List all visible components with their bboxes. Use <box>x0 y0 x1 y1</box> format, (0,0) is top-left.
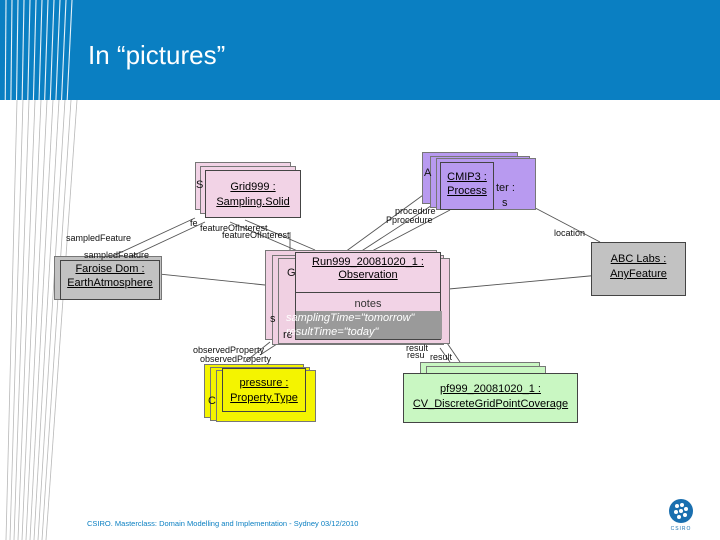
pressure-back-fragment: C <box>208 395 216 407</box>
label-resu: resu <box>407 350 425 360</box>
label-feature-of-interest-2: featureOfInterest <box>222 230 290 240</box>
abc-object-name: ABC Labs : <box>610 253 667 265</box>
label-procedure-2: Pprocedure <box>386 215 433 225</box>
cmip3-back-fragment-3: s <box>502 197 508 209</box>
observation-name: Run999_20081020_1 : <box>312 256 424 268</box>
grid-object[interactable]: Grid999 : Sampling.Solid <box>205 170 301 218</box>
observation-back-fragment-3: G <box>287 267 296 279</box>
cmip3-back-fragment-2: ter : <box>496 182 515 194</box>
earth-object[interactable]: Faroise Dom : EarthAtmosphere <box>60 260 160 300</box>
label-location: location <box>554 228 586 238</box>
grid-object-name: Grid999 : <box>230 181 276 193</box>
grid-back-fragment: S <box>196 179 204 191</box>
pf999-type: CV_DiscreteGridPointCoverage <box>412 398 569 410</box>
slide-footer: CSIRO. Masterclass: Domain Modelling and… <box>87 519 359 528</box>
pressure-name: pressure : <box>239 377 289 389</box>
observation-notes: notes <box>354 298 382 310</box>
cmip3-object[interactable]: CMIP3 : Process <box>440 162 494 210</box>
observation-object[interactable]: Run999_20081020_1 : Observation notes sa… <box>286 252 442 340</box>
label-sampled-feature-2: sampledFeature <box>84 250 150 260</box>
label-observed-property-2: observedProperty <box>200 354 272 364</box>
title-bar <box>0 0 720 100</box>
result-time-attr: resultTime="today" <box>286 326 379 338</box>
label-result-2: result <box>430 352 453 362</box>
observation-back-fragment-2: re <box>283 329 293 341</box>
sampling-time-attr: samplingTime="tomorrow" <box>286 312 415 324</box>
pressure-type: Property.Type <box>230 392 298 404</box>
cmip3-object-type: Process <box>447 185 487 197</box>
label-feature-of-interest-1: featureOfInterest <box>200 223 268 233</box>
cmip3-back-fragment-1: A <box>424 167 432 179</box>
abc-object-type: AnyFeature <box>610 268 667 280</box>
slide-title: In “pictures” <box>88 40 226 70</box>
logo-text: CSIRO <box>670 526 692 532</box>
pf999-name: pf999_20081020_1 : <box>440 383 541 395</box>
observation-divider <box>296 292 440 293</box>
label-sampled-feature-1: sampledFeature <box>66 233 132 243</box>
earth-object-type: EarthAtmosphere <box>67 277 153 289</box>
pf999-object[interactable]: pf999_20081020_1 : CV_DiscreteGridPointC… <box>403 373 578 423</box>
grid-object-type: Sampling.Solid <box>216 196 290 208</box>
pressure-object[interactable]: pressure : Property.Type <box>222 368 306 412</box>
abc-object[interactable]: ABC Labs : AnyFeature <box>591 242 686 296</box>
label-procedure-1: procedure <box>395 206 436 216</box>
label-observed-property-1: observedProperty <box>193 345 265 355</box>
csiro-logo-icon <box>669 499 693 523</box>
observation-type: Observation <box>338 269 398 281</box>
earth-object-name: Faroise Dom : <box>75 263 145 275</box>
observation-attributes: samplingTime="tomorrow" resultTime="toda… <box>286 311 442 339</box>
observation-back-fragment-1: s <box>270 313 276 325</box>
label-fe: fe <box>190 218 198 228</box>
label-result-1: result <box>406 343 429 353</box>
cmip3-object-name: CMIP3 : <box>447 171 487 183</box>
